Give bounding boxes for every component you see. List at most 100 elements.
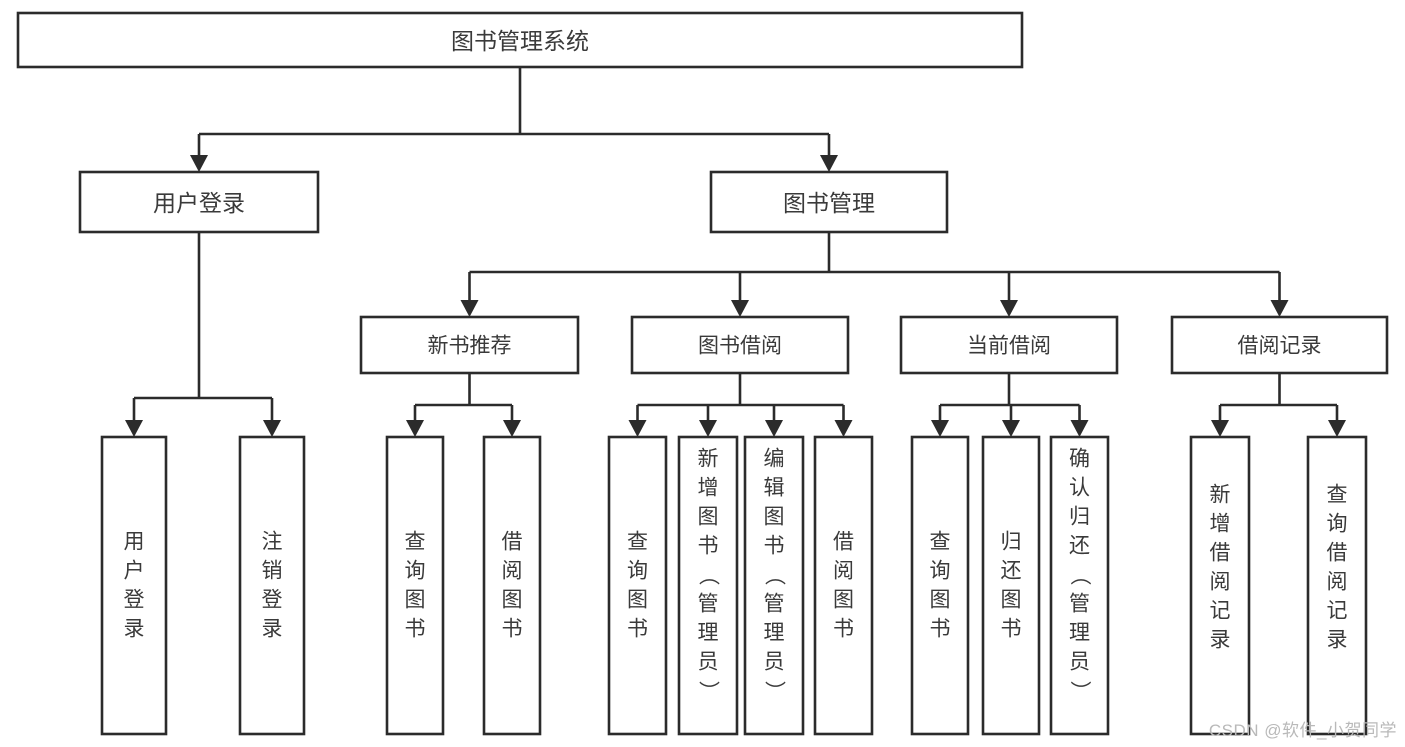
svg-text:管: 管 xyxy=(764,593,785,616)
jieyuejilu-to-leaves-arrow-0 xyxy=(1211,420,1229,437)
level3-node-1-box[interactable] xyxy=(630,315,850,375)
xinshutuijian-to-leaves-arrow-1 xyxy=(503,420,521,437)
level3-node-1[interactable]: 图书借阅 xyxy=(630,315,850,375)
leaf-node-10-box[interactable] xyxy=(1049,435,1110,736)
svg-text:）: ） xyxy=(1068,681,1091,702)
dangqianjieyue-to-leaves-arrow-2 xyxy=(1070,420,1089,437)
svg-text:书: 书 xyxy=(764,535,785,558)
svg-text:销: 销 xyxy=(262,560,283,583)
leaf-node-1-box[interactable] xyxy=(238,435,306,736)
level3-node-0[interactable]: 新书推荐 xyxy=(359,315,580,375)
svg-text:书: 书 xyxy=(405,618,426,641)
svg-text:管: 管 xyxy=(698,593,719,616)
dangqianjieyue-to-leaves-arrow-0 xyxy=(931,420,949,437)
leaf-node-5-box[interactable] xyxy=(677,435,739,736)
root-node-tushu-guanli-xitong-box[interactable] xyxy=(16,11,1024,69)
level3-node-0-label: 新书推荐 xyxy=(428,335,512,358)
svg-text:阅: 阅 xyxy=(502,560,523,583)
leaf-node-2-box[interactable] xyxy=(385,435,445,736)
svg-text:询: 询 xyxy=(627,560,648,583)
leaf-node-4-box[interactable] xyxy=(607,435,668,736)
svg-text:查: 查 xyxy=(930,531,951,554)
tushujieyue-to-leaves-arrow-1 xyxy=(699,420,717,437)
leaf-node-3-box[interactable] xyxy=(482,435,542,736)
svg-text:图: 图 xyxy=(930,589,951,612)
leaf-node-0-label: 用户登录 xyxy=(124,531,145,641)
jieyuejilu-to-leaves-arrow-1 xyxy=(1328,420,1346,437)
leaf-node-7-box[interactable] xyxy=(813,435,874,736)
svg-text:新: 新 xyxy=(698,448,719,471)
svg-text:认: 认 xyxy=(1069,477,1090,500)
connector-layer xyxy=(125,67,1346,437)
svg-text:增: 增 xyxy=(1210,513,1231,536)
leaf-node-11-box[interactable] xyxy=(1189,435,1251,736)
level3-node-3-label: 借阅记录 xyxy=(1238,335,1322,358)
svg-text:理: 理 xyxy=(1069,622,1090,645)
level3-node-1-label: 图书借阅 xyxy=(698,335,782,358)
level3-node-2-box[interactable] xyxy=(899,315,1119,375)
node-layer: 图书管理系统用户登录图书管理新书推荐图书借阅当前借阅借阅记录用户登录注销登录查询… xyxy=(16,11,1389,736)
tushuguanli-to-level3-arrow-1 xyxy=(731,300,749,317)
level3-node-3[interactable]: 借阅记录 xyxy=(1170,315,1389,375)
leaf-node-12-box[interactable] xyxy=(1306,435,1368,736)
svg-text:登: 登 xyxy=(124,589,145,612)
svg-text:（: （ xyxy=(763,565,786,586)
svg-text:阅: 阅 xyxy=(833,560,854,583)
level3-node-3-box[interactable] xyxy=(1170,315,1389,375)
level3-node-0-box[interactable] xyxy=(359,315,580,375)
level2-node-1-label: 图书管理 xyxy=(783,190,875,216)
level2-node-1[interactable]: 图书管理 xyxy=(709,170,949,234)
svg-text:辑: 辑 xyxy=(764,477,785,500)
svg-text:询: 询 xyxy=(1327,513,1348,536)
svg-text:）: ） xyxy=(697,681,720,702)
level2-node-0-label: 用户登录 xyxy=(153,190,245,216)
svg-text:员: 员 xyxy=(698,651,719,674)
root-node-tushu-guanli-xitong[interactable]: 图书管理系统 xyxy=(16,11,1024,69)
level2-node-0-box[interactable] xyxy=(78,170,320,234)
level3-node-2[interactable]: 当前借阅 xyxy=(899,315,1119,375)
svg-text:阅: 阅 xyxy=(1327,571,1348,594)
level2-node-0[interactable]: 用户登录 xyxy=(78,170,320,234)
level2-node-1-box[interactable] xyxy=(709,170,949,234)
svg-text:记: 记 xyxy=(1210,600,1231,623)
svg-text:图: 图 xyxy=(502,589,523,612)
leaf-node-6-box[interactable] xyxy=(743,435,805,736)
svg-text:录: 录 xyxy=(124,618,145,641)
tushujieyue-to-leaves-arrow-0 xyxy=(628,420,647,437)
leaf-node-0[interactable]: 用户登录 xyxy=(100,435,168,736)
svg-text:图: 图 xyxy=(405,589,426,612)
svg-text:编: 编 xyxy=(764,448,785,471)
svg-text:（: （ xyxy=(1068,565,1091,586)
root-to-level2-arrow-1 xyxy=(820,155,838,172)
svg-text:询: 询 xyxy=(930,560,951,583)
svg-text:录: 录 xyxy=(1210,629,1231,652)
leaf-node-0-box[interactable] xyxy=(100,435,168,736)
leaf-node-9-box[interactable] xyxy=(981,435,1041,736)
leaf-node-8-box[interactable] xyxy=(910,435,970,736)
svg-text:增: 增 xyxy=(698,477,719,500)
tushuguanli-to-level3-arrow-2 xyxy=(1000,300,1018,317)
svg-text:还: 还 xyxy=(1001,560,1022,583)
